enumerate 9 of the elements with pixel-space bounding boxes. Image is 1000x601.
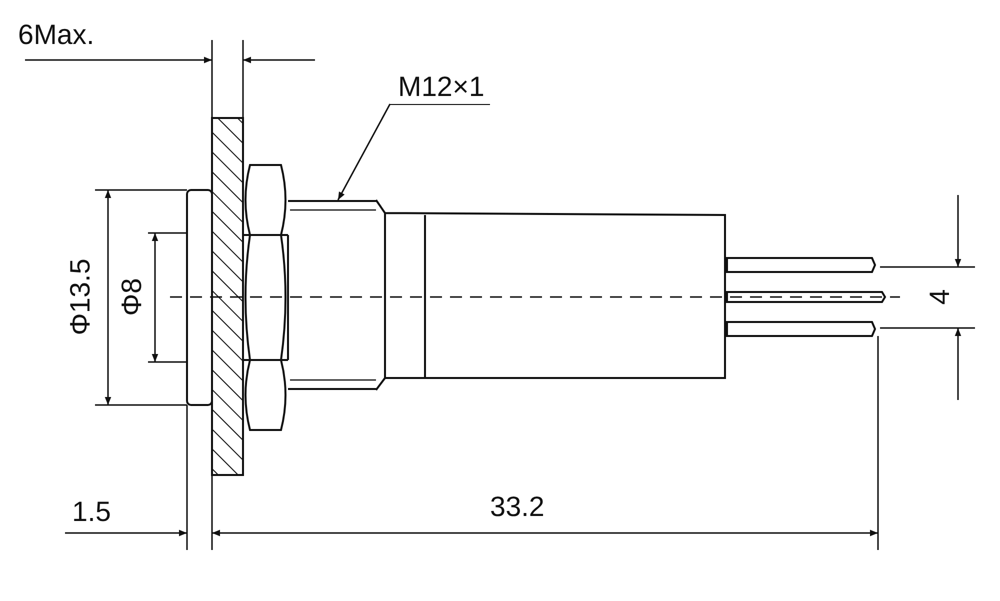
dimension-label: 6Max.: [18, 20, 94, 50]
threaded-sleeve: [288, 200, 376, 390]
dimension-label: Φ13.5: [65, 258, 96, 336]
dimension-label: 33.2: [490, 492, 544, 522]
thread-callout: M12×1: [390, 72, 490, 105]
leader-line: [337, 104, 391, 200]
dimension-label: 1.5: [72, 497, 111, 527]
dimension-label: 4: [924, 289, 955, 305]
dimension-label: Φ8: [116, 278, 147, 316]
